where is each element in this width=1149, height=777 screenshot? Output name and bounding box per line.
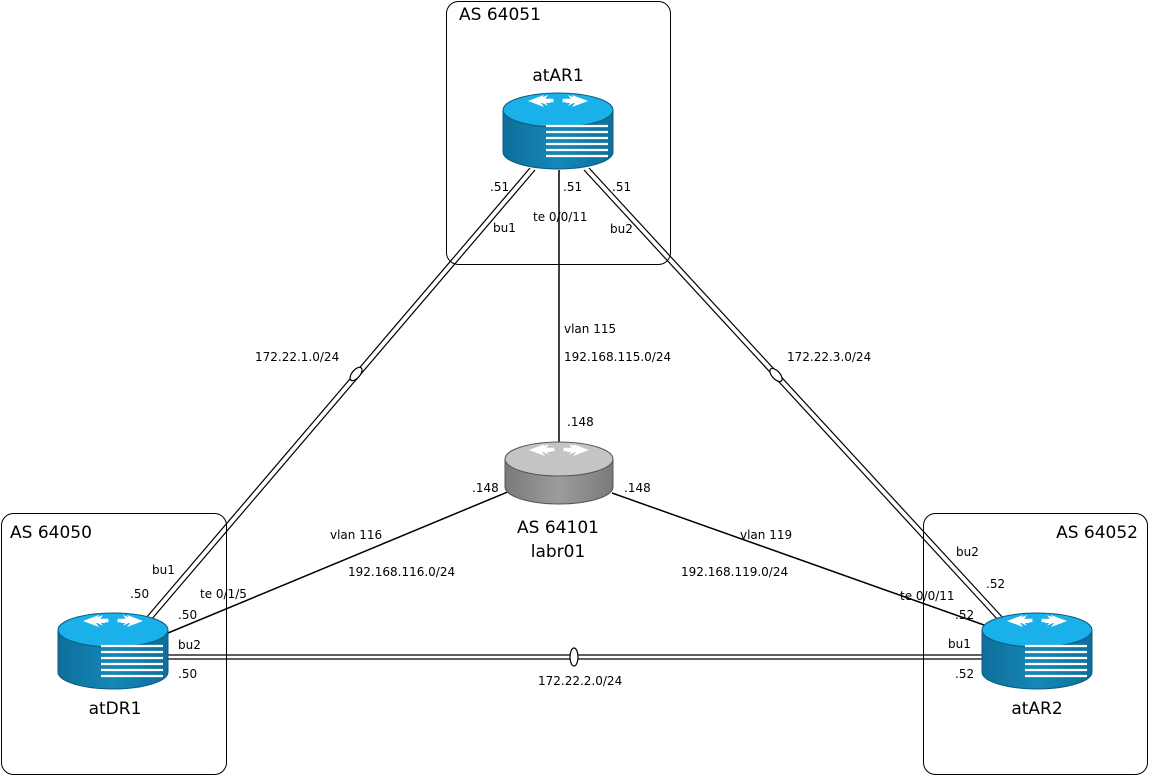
ip-label: .52: [955, 608, 974, 622]
as-label-top: AS 64051: [459, 5, 541, 25]
as-box-right: AS 64052: [923, 513, 1148, 775]
ip-label: .50: [130, 587, 149, 601]
router-name: atAR1: [532, 66, 583, 86]
interface-label: te 0/1/5: [200, 587, 247, 601]
router-icon: [57, 612, 169, 690]
as-label-right: AS 64052: [1056, 523, 1138, 543]
interface-label: bu2: [956, 545, 979, 559]
interface-label: bu1: [948, 637, 971, 651]
interface-label: te 0/0/11: [900, 589, 955, 603]
subnet-label: 172.22.3.0/24: [787, 350, 871, 364]
subnet-label: 172.22.1.0/24: [255, 350, 339, 364]
ip-label: .51: [563, 180, 582, 194]
ip-label: .52: [986, 577, 1005, 591]
ip-label: .51: [490, 180, 509, 194]
as-label-left: AS 64050: [10, 523, 92, 543]
subnet-label: 192.168.115.0/24: [564, 350, 671, 364]
router-icon: [504, 441, 614, 505]
ip-label: .50: [178, 667, 197, 681]
link-ar2-lab: [611, 492, 985, 626]
router-atar1[interactable]: atAR1: [502, 66, 614, 170]
ip-label: .50: [178, 608, 197, 622]
router-labr01[interactable]: AS 64101 labr01: [504, 441, 614, 562]
link-ar1-ar2: [583, 167, 1005, 622]
as-box-left: AS 64050: [1, 513, 227, 775]
link-dr1-lab: [167, 490, 511, 634]
interface-label: bu1: [493, 221, 516, 235]
interface-label: bu1: [152, 563, 175, 577]
router-name: atDR1: [89, 699, 142, 719]
ip-label: .148: [624, 481, 651, 495]
router-name: labr01: [531, 542, 586, 562]
ip-label: .51: [612, 180, 631, 194]
subnet-label: 192.168.116.0/24: [348, 565, 455, 579]
link-ar1-dr1: [145, 167, 536, 621]
interface-label: bu2: [610, 222, 633, 236]
router-icon: [981, 612, 1093, 690]
vlan-label: vlan 115: [564, 322, 616, 336]
vlan-label: vlan 116: [330, 528, 382, 542]
ip-label: .148: [567, 415, 594, 429]
subnet-label: 192.168.119.0/24: [681, 565, 788, 579]
router-atar2[interactable]: atAR2: [981, 612, 1093, 719]
interface-label: bu2: [178, 638, 201, 652]
router-name: atAR2: [1011, 699, 1062, 719]
ip-label: .52: [955, 667, 974, 681]
router-icon: [502, 92, 614, 170]
subnet-label: 172.22.2.0/24: [538, 674, 622, 688]
router-atdr1[interactable]: atDR1: [57, 612, 169, 719]
link-dr1-ar2: [168, 647, 982, 667]
router-as: AS 64101: [517, 518, 599, 538]
vlan-label: vlan 119: [740, 528, 792, 542]
ip-label: .148: [472, 481, 499, 495]
interface-label: te 0/0/11: [533, 210, 588, 224]
